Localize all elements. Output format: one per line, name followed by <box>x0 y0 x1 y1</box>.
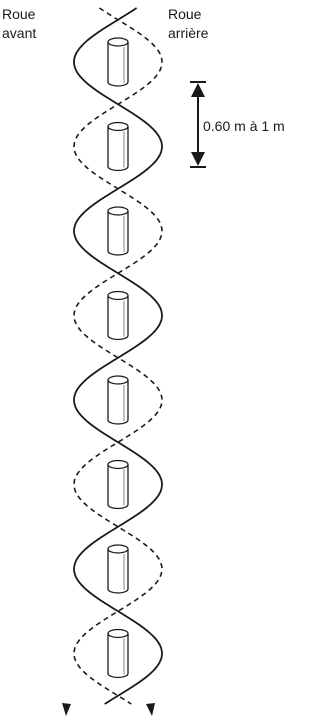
cone <box>108 38 128 86</box>
cone-body <box>108 549 128 593</box>
cone <box>108 376 128 424</box>
spacing-text: 0.60 m à 1 m <box>203 118 285 134</box>
cone-top <box>108 292 128 300</box>
rear-wheel-label-line2: arrière <box>168 25 209 41</box>
cone-top <box>108 207 128 215</box>
front-wheel-label: Roue avant <box>2 6 39 41</box>
rear-wheel-arrowhead <box>62 703 71 716</box>
cone-body <box>108 127 128 171</box>
spacing-dimension: 0.60 m à 1 m <box>190 82 285 167</box>
front-wheel-label-line1: Roue <box>2 6 36 22</box>
cone <box>108 207 128 255</box>
cone-body <box>108 380 128 424</box>
cone <box>108 123 128 171</box>
cone <box>108 545 128 593</box>
cone <box>108 292 128 340</box>
rear-wheel-label: Roue arrière <box>168 6 209 41</box>
cone-body <box>108 296 128 340</box>
cone-body <box>108 211 128 255</box>
cone-top <box>108 461 128 469</box>
cone <box>108 461 128 509</box>
cone <box>108 630 128 678</box>
front-wheel-path <box>74 8 162 704</box>
front-wheel-arrowhead <box>146 703 155 716</box>
rear-wheel-label-line1: Roue <box>168 6 202 22</box>
cone-body <box>108 465 128 509</box>
cone-top <box>108 123 128 131</box>
cone-top <box>108 38 128 46</box>
cone-top <box>108 630 128 638</box>
spacing-arrow-up-icon <box>191 83 205 97</box>
spacing-arrow-down-icon <box>191 152 205 166</box>
cone-top <box>108 376 128 384</box>
cone-top <box>108 545 128 553</box>
rear-wheel-path <box>74 8 162 704</box>
cone-body <box>108 634 128 678</box>
cone-body <box>108 42 128 86</box>
front-wheel-label-line2: avant <box>2 25 36 41</box>
